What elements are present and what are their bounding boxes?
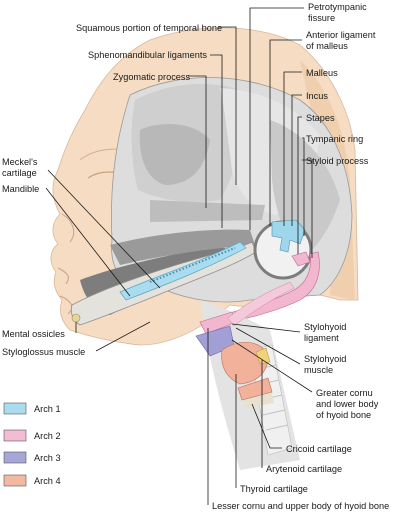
- legend-arch-3: Arch 3: [3, 451, 61, 464]
- label-mental: Mental ossicles: [2, 329, 65, 339]
- leader-stapes: [297, 116, 302, 254]
- leader-cricoid: [251, 403, 282, 449]
- stapes: [291, 251, 311, 267]
- legend: Arch 1 Arch 2 Arch 3 Arch 4: [3, 402, 61, 487]
- label-incus: Incus: [306, 91, 328, 101]
- label-lesser-cornu: Lesser cornu and upper body of hyoid bon…: [212, 501, 389, 511]
- leader-lines: [45, 7, 313, 505]
- cricoid-cartilage: [237, 377, 273, 401]
- leader-tympanic: [302, 137, 305, 236]
- legend-swatch-arch-4: [3, 474, 27, 487]
- leader-greater-cornu: [231, 339, 313, 393]
- meckels-dots: [149, 247, 236, 283]
- stylohyoid-muscle: [227, 281, 295, 327]
- mental-ossicles: [71, 313, 81, 323]
- label-tympanic: Tympanic ring: [306, 134, 363, 144]
- label-mandible: Mandible: [2, 184, 39, 194]
- legend-label-arch-4: Arch 4: [34, 476, 61, 486]
- leader-zygomatic: [188, 75, 207, 208]
- arytenoid-cartilage: [255, 347, 271, 365]
- leader-malleus: [283, 71, 302, 226]
- pharynx-shadow: [110, 229, 255, 265]
- leader-styloid: [302, 159, 313, 258]
- label-thyroid: Thyroid cartilage: [240, 484, 308, 494]
- orbit-shadow: [139, 124, 210, 185]
- legend-arch-1: Arch 1: [3, 402, 61, 415]
- leader-styloglossus: [95, 321, 151, 352]
- label-arytenoid: Arytenoid cartilage: [266, 464, 342, 474]
- malleus-incus: [271, 219, 306, 253]
- leader-incus: [291, 94, 302, 226]
- legend-arch-4: Arch 4: [3, 474, 61, 487]
- leader-petrotympanic: [249, 7, 304, 230]
- legend-arch-2: Arch 2: [3, 429, 61, 442]
- label-stapes: Stapes: [306, 113, 335, 123]
- leader-mandible: [45, 187, 131, 297]
- nose: [61, 213, 75, 243]
- legend-swatch-arch-2: [3, 429, 27, 442]
- label-squamous: Squamous portion of temporal bone: [76, 23, 222, 33]
- meckels-cartilage: [119, 241, 247, 301]
- label-zygomatic: Zygomatic process: [113, 72, 191, 82]
- legend-label-arch-3: Arch 3: [34, 453, 61, 463]
- label-cricoid: Cricoid cartilage: [286, 444, 352, 454]
- leader-anterior-ligament: [269, 39, 302, 226]
- label-malleus: Malleus: [306, 68, 338, 78]
- cricoid-shade: [244, 393, 274, 408]
- leader-meckel: [47, 169, 161, 289]
- leader-squamous: [218, 26, 237, 185]
- legend-label-arch-2: Arch 2: [34, 431, 61, 441]
- legend-label-arch-1: Arch 1: [34, 404, 61, 414]
- lips: [57, 267, 73, 315]
- zygomatic-arch: [150, 200, 265, 222]
- leader-stylohyoid-mus: [235, 327, 301, 365]
- leader-stylohyoid-lig: [231, 323, 301, 333]
- legend-swatch-arch-1: [3, 402, 27, 415]
- label-spheno: Sphenomandibular ligaments: [88, 50, 207, 60]
- label-styloid: Styloid process: [306, 156, 369, 166]
- legend-swatch-arch-3: [3, 451, 27, 464]
- label-styloglossus: Styloglossus muscle: [2, 347, 85, 357]
- leader-spheno: [210, 54, 223, 228]
